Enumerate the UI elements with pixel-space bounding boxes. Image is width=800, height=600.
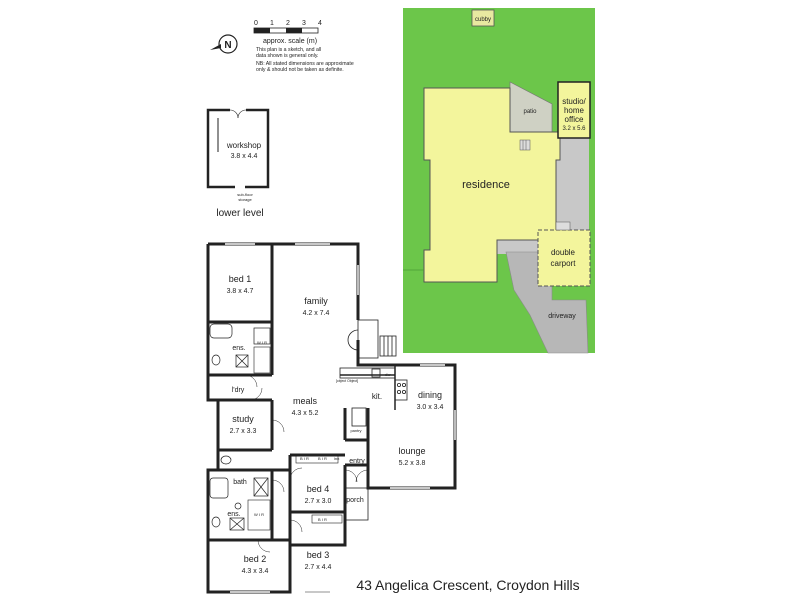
- lounge-dims: 5.2 x 3.8: [399, 460, 426, 467]
- bed1-name: bed 1: [229, 274, 252, 284]
- family-dims: 4.2 x 7.4: [303, 310, 330, 317]
- robes: [247, 346, 343, 531]
- site-plan: [403, 8, 595, 354]
- scale-tick-1: 1: [270, 20, 274, 27]
- cubby-label: cubby: [475, 17, 491, 23]
- door-swings: [244, 374, 369, 553]
- kit-name: kit.: [372, 392, 382, 401]
- fridge-name: [object Object]: [336, 379, 358, 383]
- subfloor-label-2: storage: [238, 197, 252, 202]
- carport-structure: [537, 229, 591, 287]
- kitchen-fixtures: [339, 367, 408, 427]
- entry-name: entry: [349, 458, 365, 465]
- carport-label-2: carport: [551, 259, 577, 268]
- scale-tick-2: 2: [286, 20, 290, 27]
- ldry-name: l'dry: [232, 387, 245, 394]
- workshop-dims: 3.8 x 4.4: [231, 153, 258, 160]
- scale-tick-4: 4: [318, 20, 322, 27]
- studio-building: [557, 81, 591, 139]
- address-title: 43 Angelica Crescent, Croydon Hills: [356, 577, 579, 593]
- bir-bed4: B I R: [300, 456, 309, 461]
- workshop-walls: [206, 108, 270, 189]
- bir-bed4-2: B I R: [318, 456, 327, 461]
- ens-bottom-name: ens.: [227, 511, 240, 518]
- bed2-name: bed 2: [244, 554, 267, 564]
- workshop-name: workshop: [226, 141, 262, 150]
- meals-dims: 4.3 x 5.2: [292, 410, 319, 417]
- pantry-name: pantry: [350, 428, 361, 433]
- deck-stairs: [347, 319, 397, 359]
- studio-label-3: office: [565, 115, 585, 124]
- meals-name: meals: [293, 396, 318, 406]
- bir-bed3: B I R: [318, 517, 327, 522]
- scale-caption: approx. scale (m): [263, 38, 317, 45]
- patio-label: patio: [523, 109, 537, 115]
- study-name: study: [232, 414, 254, 424]
- studio-label-1: studio/: [562, 97, 586, 106]
- bed4-name: bed 4: [307, 484, 330, 494]
- bed4-dims: 2.7 x 3.0: [305, 498, 332, 505]
- side-path: [556, 138, 589, 238]
- bed3-dims: 2.7 x 4.4: [305, 564, 332, 571]
- note-line-4: only & should not be taken as definite.: [256, 67, 344, 73]
- residence-building: [423, 87, 561, 283]
- carport-label-1: double: [551, 248, 576, 257]
- studio-dims: 3.2 x 5.6: [562, 126, 586, 132]
- north-arrow-icon: N: [210, 34, 238, 54]
- note-line-1: This plan is a sketch, and all: [256, 47, 321, 53]
- wir-top: W I R: [257, 340, 267, 345]
- level-label: lower level: [216, 208, 263, 219]
- bed3-name: bed 3: [307, 550, 330, 560]
- linen-label: lnn: [334, 456, 339, 461]
- dining-dims: 3.0 x 3.4: [417, 404, 444, 411]
- bathroom-fixtures: [209, 323, 271, 531]
- scale-tick-0: 0: [254, 20, 258, 27]
- note-line-3: NB: All stated dimensions are approximat…: [256, 61, 354, 67]
- subfloor-label-1: sub-floor: [237, 192, 253, 197]
- study-dims: 2.7 x 3.3: [230, 428, 257, 435]
- wir-bottom: W I R: [254, 512, 264, 517]
- patio-steps: [519, 139, 571, 231]
- bath-name: bath: [233, 479, 247, 486]
- dw-label: d/w: [385, 373, 391, 377]
- lounge-name: lounge: [398, 446, 425, 456]
- window-lines: [225, 243, 456, 593]
- scale-bar: [253, 27, 319, 34]
- note-line-2: data shown is general only.: [256, 53, 318, 59]
- scale-tick-3: 3: [302, 20, 306, 27]
- studio-label-2: home: [564, 106, 585, 115]
- porch-name: porch: [346, 497, 364, 504]
- residence-label: residence: [462, 179, 510, 191]
- cubby-structure: [471, 9, 495, 27]
- carport-link-path: [497, 240, 539, 254]
- bed1-dims: 3.8 x 4.7: [227, 288, 254, 295]
- dining-name: dining: [418, 390, 442, 400]
- driveway-label: driveway: [548, 313, 576, 320]
- svg-text:N: N: [224, 40, 231, 51]
- bed2-dims: 4.3 x 3.4: [242, 568, 269, 575]
- ens-top-name: ens.: [232, 345, 245, 352]
- porch-outline: [344, 487, 369, 521]
- family-name: family: [304, 296, 328, 306]
